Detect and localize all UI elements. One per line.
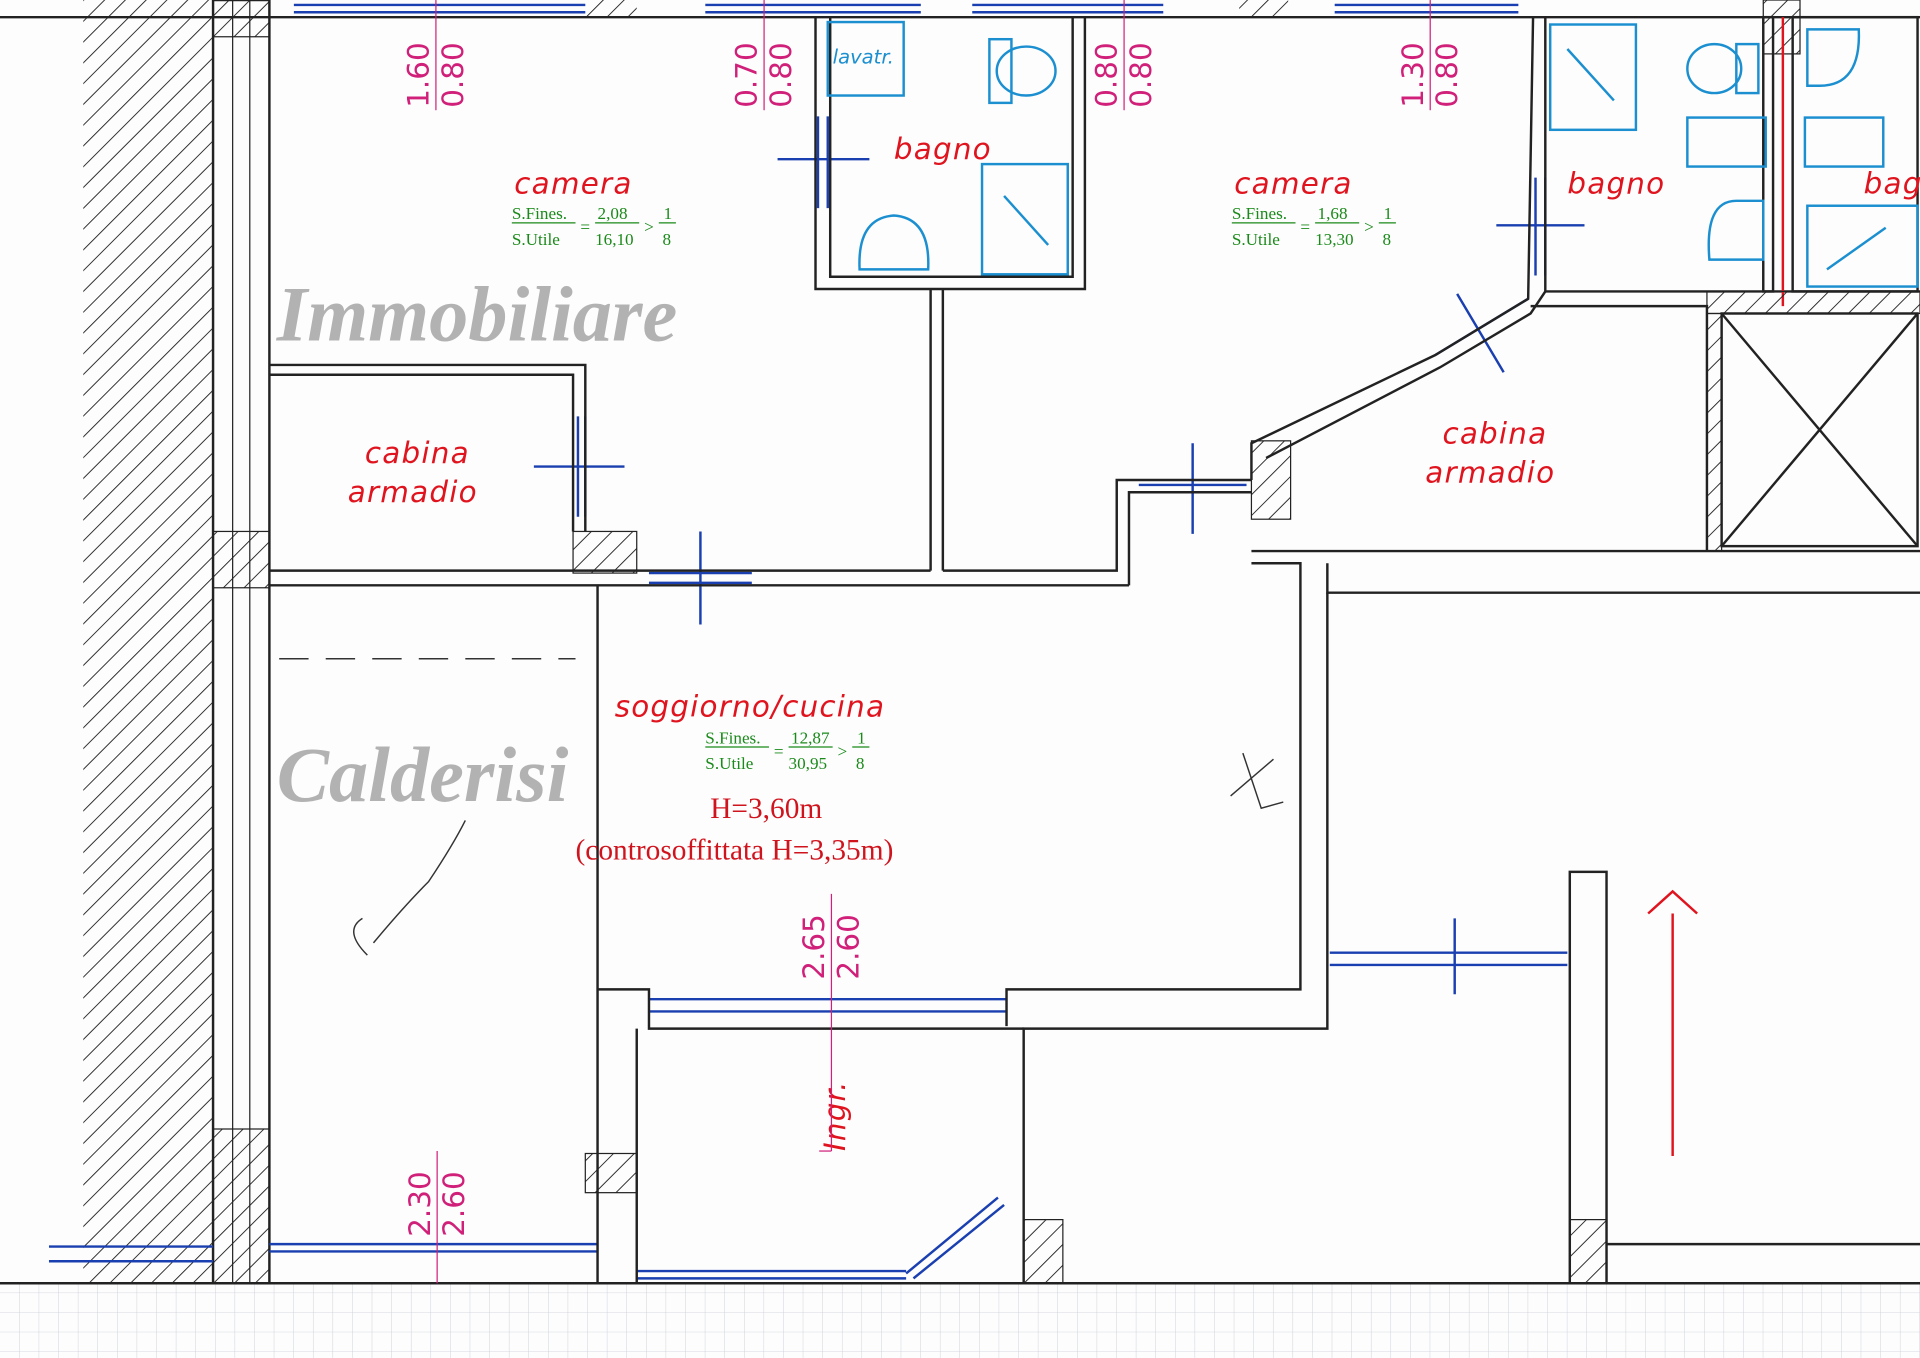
ratio-num-label: S.Fines. xyxy=(1232,204,1287,223)
ratio-den: 30,95 xyxy=(789,754,828,773)
label-soggiorno: soggiorno/cucina xyxy=(615,689,886,723)
label-bagno-edge: bag xyxy=(1864,166,1920,200)
dimension-2: 0.70 0.80 xyxy=(730,0,798,111)
dimension-3: 0.80 0.80 xyxy=(1090,0,1158,111)
min-num: 1 xyxy=(664,204,673,223)
label-ingresso: Ingr. xyxy=(818,1080,852,1151)
wall-columns xyxy=(572,290,1920,1284)
label-cabina-left-1: cabina xyxy=(365,436,470,470)
label-camera-right: camera xyxy=(1234,166,1352,200)
label-ceiling: (controsoffittata H=3,35m) xyxy=(576,835,894,867)
window-dimensions: 1.60 0.80 0.70 0.80 0.80 0.80 1.30 0.80 … xyxy=(402,0,1464,1284)
ratio-den: 16,10 xyxy=(595,230,634,249)
ratio-camera-right: S.Fines. S.Utile = 1,68 13,30 > 1 8 xyxy=(1231,204,1396,249)
dimension-5: 2.65 2.60 xyxy=(797,893,865,1152)
ratio-den-label: S.Utile xyxy=(705,754,753,773)
min-den: 8 xyxy=(1382,230,1391,249)
min-num: 1 xyxy=(1384,204,1393,223)
windows xyxy=(48,3,1585,1280)
label-height: H=3,60m xyxy=(710,793,822,825)
equals-sign: = xyxy=(1300,218,1310,237)
dim-top: 0.70 xyxy=(730,42,764,107)
label-cabina-right-2: armadio xyxy=(1425,455,1555,489)
grid-paper xyxy=(0,1283,1920,1358)
equals-sign: = xyxy=(580,218,590,237)
ratio-den-label: S.Utile xyxy=(1232,230,1280,249)
label-bagno-right: bagno xyxy=(1567,166,1665,200)
dimension-1: 1.60 0.80 xyxy=(402,0,470,111)
dim-bottom: 0.80 xyxy=(436,42,470,107)
ratio-num: 1,68 xyxy=(1318,204,1348,223)
ratio-num: 12,87 xyxy=(791,728,830,747)
label-camera-left: camera xyxy=(514,166,632,200)
dim-bottom: 0.80 xyxy=(1430,42,1464,107)
ratio-den: 13,30 xyxy=(1315,230,1354,249)
min-num: 1 xyxy=(857,728,866,747)
dim-top: 0.80 xyxy=(1090,42,1124,107)
ratio-camera-left: S.Fines. S.Utile = 2,08 16,10 > 1 8 xyxy=(512,204,676,249)
ratio-num-label: S.Fines. xyxy=(512,204,567,223)
watermark: Immobiliare Calderisi xyxy=(276,270,678,817)
dim-top: 2.30 xyxy=(403,1171,437,1236)
dim-bottom: 0.80 xyxy=(764,42,798,107)
label-bagno-center: bagno xyxy=(894,132,992,166)
dim-bottom: 2.60 xyxy=(831,914,865,979)
bathroom-fixtures xyxy=(826,20,1919,288)
label-cabina-right-1: cabina xyxy=(1442,416,1547,450)
handwritten-marks xyxy=(279,658,1284,956)
dimension-6: 2.30 2.60 xyxy=(403,1151,471,1284)
equals-sign: = xyxy=(774,742,784,761)
watermark-line1: Immobiliare xyxy=(276,270,678,357)
greater-than-sign: > xyxy=(1364,218,1374,237)
label-lavatrice: lavatr. xyxy=(833,46,894,69)
min-den: 8 xyxy=(856,754,865,773)
ratio-soggiorno: S.Fines. S.Utile = 12,87 30,95 > 1 8 xyxy=(705,728,870,773)
dim-bottom: 0.80 xyxy=(1124,42,1158,107)
label-cabina-left-2: armadio xyxy=(348,475,478,509)
room-labels: camera camera bagno lavatr. bagno bag ca… xyxy=(348,46,1920,1151)
dimension-4: 1.30 0.80 xyxy=(1396,0,1464,111)
dim-top: 1.60 xyxy=(402,42,436,107)
dim-bottom: 2.60 xyxy=(437,1171,471,1236)
min-den: 8 xyxy=(662,230,671,249)
ratio-num-label: S.Fines. xyxy=(705,728,760,747)
greater-than-sign: > xyxy=(838,742,848,761)
exterior-walls xyxy=(0,0,1920,1285)
dim-top: 1.30 xyxy=(1396,42,1430,107)
ratio-den-label: S.Utile xyxy=(512,230,560,249)
watermark-line2: Calderisi xyxy=(277,731,569,818)
dim-top: 2.65 xyxy=(797,914,831,979)
greater-than-sign: > xyxy=(644,218,654,237)
ratio-num: 2,08 xyxy=(598,204,628,223)
